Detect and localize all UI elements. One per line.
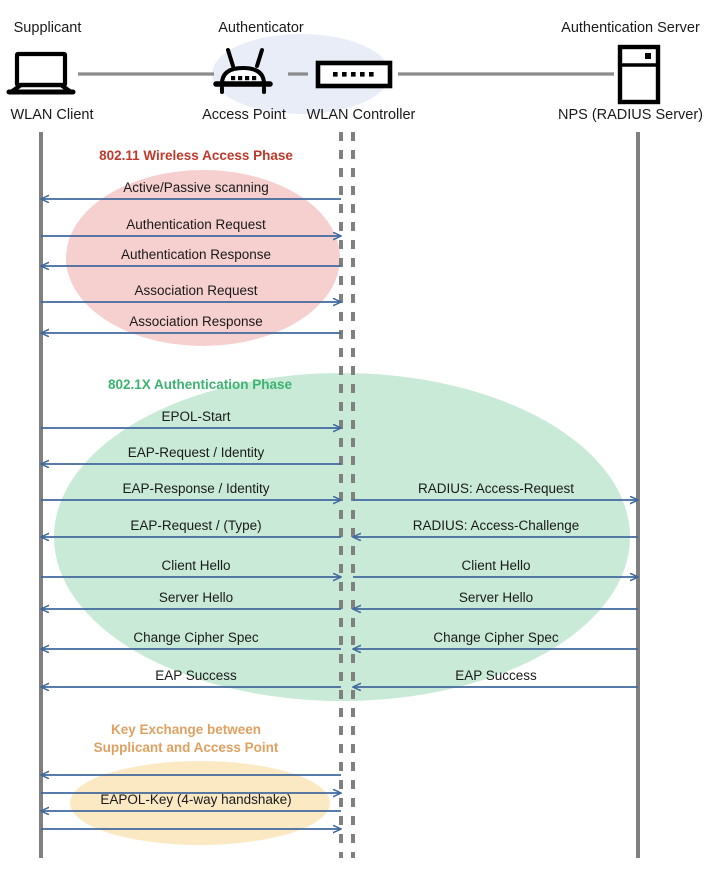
message-label-left-12: EAP Success bbox=[155, 668, 237, 683]
phase-ellipse-key-exchange bbox=[70, 761, 330, 845]
message-arrows-right bbox=[353, 500, 638, 687]
message-label-left-10: Server Hello bbox=[158, 590, 234, 605]
phase-label-key-exchange-line1: Key Exchange between bbox=[110, 722, 262, 737]
message-label-left-15: EAPOL-Key (4-way handshake) bbox=[100, 792, 292, 807]
message-label-left-2: Authentication Response bbox=[120, 247, 272, 262]
message-label-left-4: Association Response bbox=[129, 314, 263, 329]
actor-role-authenticator: Authenticator bbox=[218, 20, 304, 36]
message-label-left-6: EAP-Request / Identity bbox=[127, 445, 265, 460]
actor-role-supplicant: Supplicant bbox=[13, 20, 82, 36]
message-label-right-5: EAP Success bbox=[455, 668, 537, 683]
message-label-right-3: Server Hello bbox=[458, 590, 534, 605]
message-label-left-0: Active/Passive scanning bbox=[123, 180, 269, 195]
wireless-router-leds bbox=[231, 76, 257, 81]
phase-label-key-exchange-line2: Supplicant and Access Point bbox=[93, 740, 279, 755]
message-label-right-4: Change Cipher Spec bbox=[433, 630, 559, 645]
laptop-icon bbox=[6, 51, 76, 95]
phase-label-key-exchange: Key Exchange between Supplicant and Acce… bbox=[66, 721, 306, 757]
actor-device-access-point: Access Point bbox=[202, 107, 286, 123]
message-label-left-7: EAP-Response / Identity bbox=[122, 481, 270, 496]
network-switch-leds bbox=[333, 72, 374, 77]
phase-label-8021x: 802.1X Authentication Phase bbox=[107, 377, 293, 392]
message-label-right-1: RADIUS: Access-Challenge bbox=[412, 518, 580, 533]
actor-device-nps: NPS (RADIUS Server) bbox=[557, 107, 704, 123]
message-label-left-11: Change Cipher Spec bbox=[133, 630, 259, 645]
message-label-left-3: Association Request bbox=[134, 283, 258, 298]
message-label-left-9: Client Hello bbox=[161, 558, 231, 573]
message-arrows-left bbox=[41, 199, 341, 829]
message-label-left-8: EAP-Request / (Type) bbox=[130, 518, 262, 533]
server-tower-icon bbox=[617, 44, 661, 105]
message-label-left-5: EPOL-Start bbox=[161, 409, 231, 424]
message-label-left-1: Authentication Request bbox=[126, 217, 266, 232]
phase-label-80211: 802.11 Wireless Access Phase bbox=[99, 148, 293, 163]
message-label-right-0: RADIUS: Access-Request bbox=[417, 481, 575, 496]
actor-device-wlan-controller: WLAN Controller bbox=[306, 107, 416, 123]
actor-device-wlan-client: WLAN Client bbox=[10, 107, 94, 123]
actor-role-auth-server: Authentication Server bbox=[561, 20, 700, 36]
message-label-right-2: Client Hello bbox=[461, 558, 531, 573]
